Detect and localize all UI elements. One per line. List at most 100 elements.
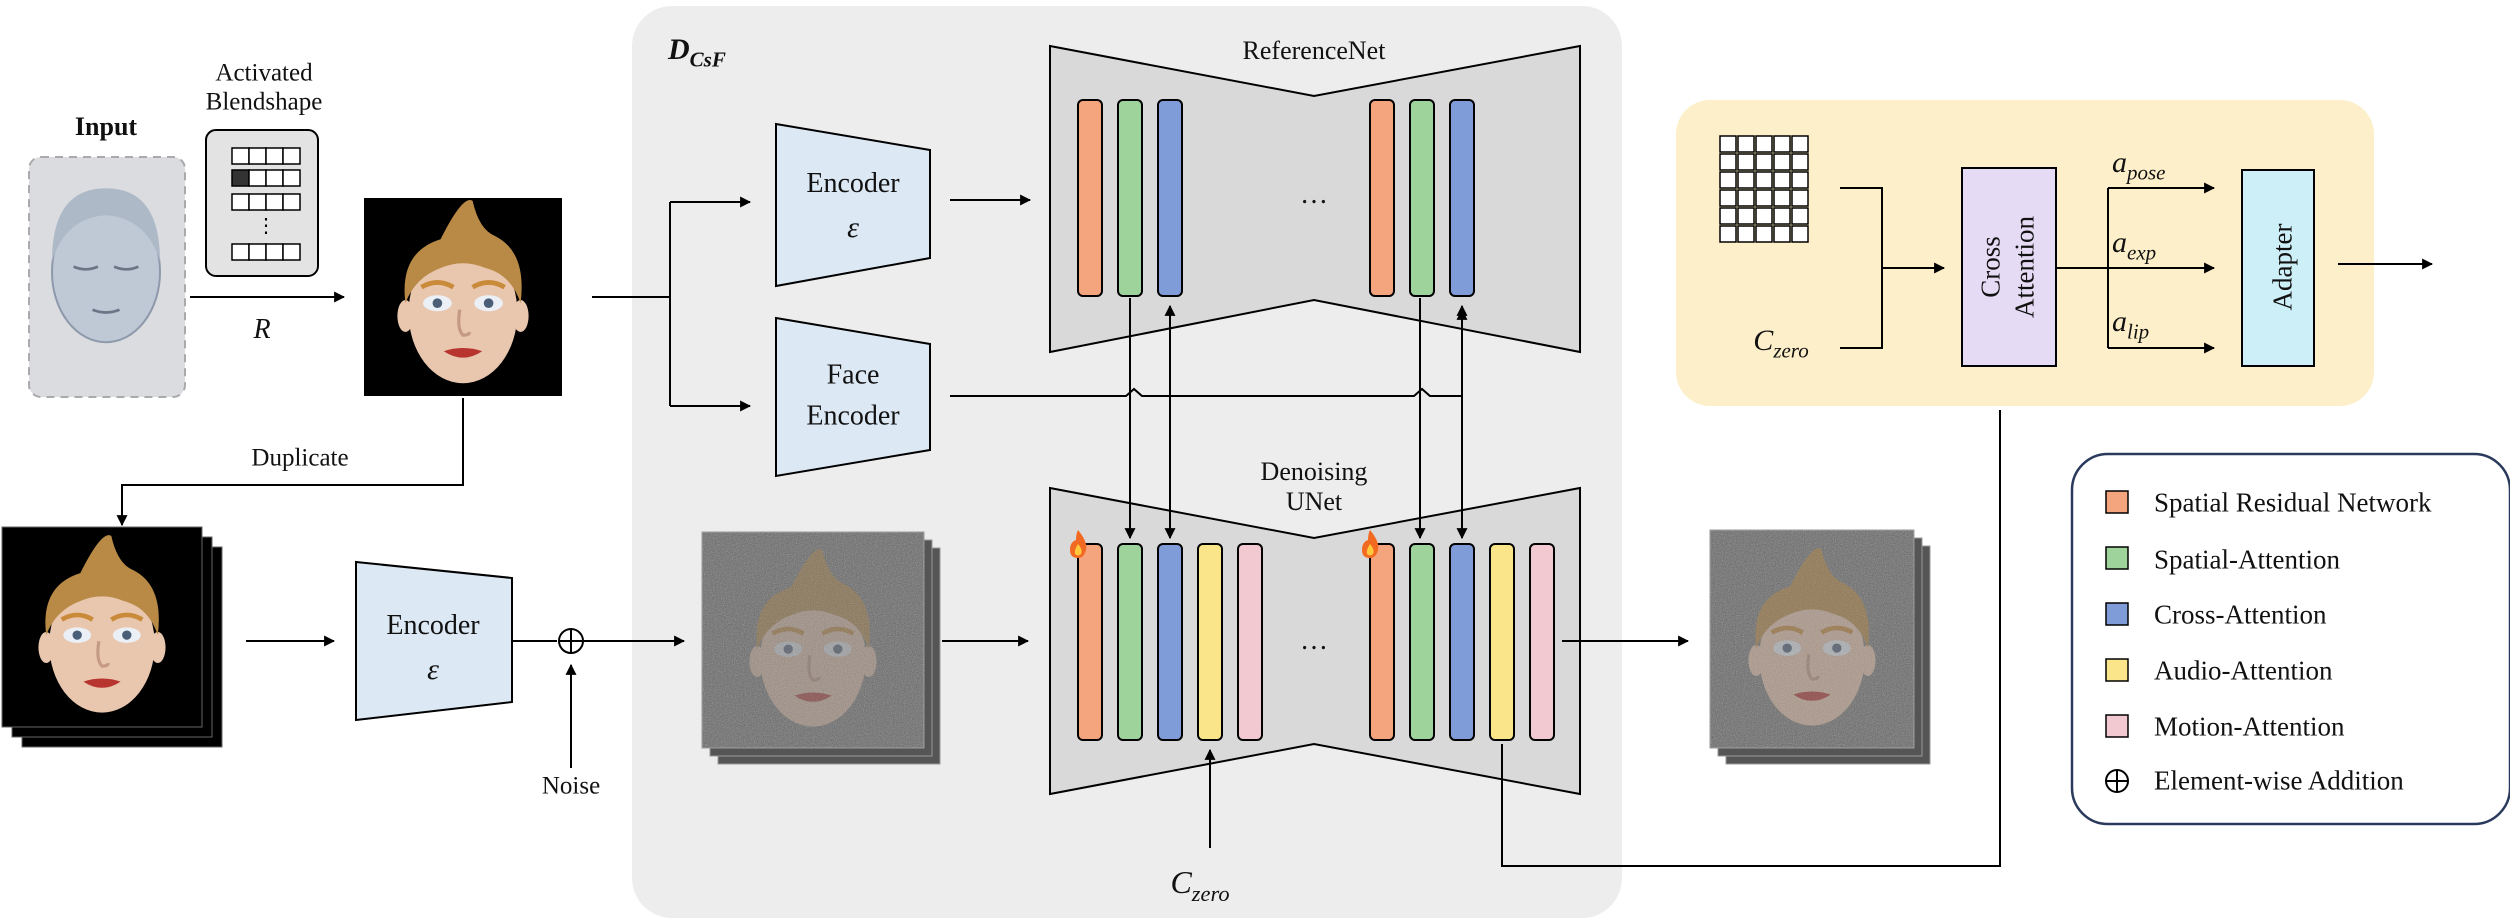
audio-feature-cell [1791,153,1809,171]
ear-left [1748,645,1764,676]
audio-feature-cell [1737,135,1755,153]
legend-item-label: Spatial-Attention [2154,544,2340,575]
nose [457,309,471,337]
legend-swatch [2105,602,2129,626]
eyebrows [771,626,855,636]
unet-block [1489,543,1515,741]
referencenet-block [1157,99,1183,297]
legend-swatch [2105,490,2129,514]
ear-left [38,632,54,663]
blendshape-dots: ⋮ [256,215,276,237]
czero-adapter: Czero [1753,324,1809,363]
blendshape-cell [231,193,250,211]
legend-item-label: Audio-Attention [2154,655,2333,686]
unet-block [1077,543,1103,741]
head-hair [52,188,160,262]
audio-feature-cell [1737,153,1755,171]
noise-texture [1710,530,1914,748]
face-encoder-label: Face Encoder [806,359,900,431]
unet-block [1197,543,1223,741]
a-exp-label: aexp [2112,226,2157,265]
flame-inner [1366,544,1374,556]
blendshape-cell [231,243,250,261]
duplicate-label: Duplicate [251,444,349,472]
blendshape-cell [282,147,301,165]
blendshape-cell [248,193,267,211]
face-encoder-shape [775,316,931,478]
mouth [443,348,483,358]
referencenet-block [1449,99,1475,297]
blendshape-cell [231,147,250,165]
eyebrows [420,280,506,290]
unet-block [1409,543,1435,741]
flame-inner [1074,544,1082,556]
legend-swatch [2105,658,2129,682]
blendshape-cell [265,243,284,261]
audio-feature-cell [1773,189,1791,207]
audio-feature-cell [1719,153,1737,171]
noisy-latent-input [701,531,941,765]
blendshape-cell [282,169,301,187]
cross-attention-label: Cross Attention [1975,216,2039,318]
noisy-latent-output [1709,529,1931,765]
flame-outer [1362,530,1379,558]
trainable-flame-icon [1362,530,1379,558]
flame-outer [1070,530,1087,558]
input-title: Input [74,112,138,141]
a-pose-label: apose [2112,146,2166,185]
adapter-label: Adapter [2267,223,2298,311]
referencenet-block [1117,99,1143,297]
audio-feature-cell [1719,135,1737,153]
audio-feature-cell [1755,207,1773,225]
legend-swatch [2105,714,2129,738]
noise-texture [702,532,924,748]
legend-box [2070,452,2510,826]
czero-bottom: Czero [1170,864,1230,906]
pupil-left [72,630,82,640]
audio-feature-cell [1773,225,1791,243]
ear-right [1860,645,1876,676]
audio-feature-cell [1719,171,1737,189]
pupil-right [833,644,843,654]
eye-left [774,641,803,657]
pupil-right [483,298,494,308]
audio-feature-cell [1737,207,1755,225]
adapter-box [2241,169,2315,367]
audio-feature-cell [1755,171,1773,189]
closed-eyes [73,265,139,271]
unet-block [1157,543,1183,741]
audio-feature-cell [1755,135,1773,153]
audio-feature-cell [1791,207,1809,225]
ear-right [861,646,877,677]
noise-label: Noise [541,772,601,800]
audio-feature-cell [1791,225,1809,243]
face-shape [760,590,866,727]
unet-block [1369,543,1395,741]
audio-feature-cell [1773,153,1791,171]
bottom-encoder-symbol: ε [427,653,439,686]
mouth [1793,691,1831,701]
ear-left [749,646,765,677]
audio-feature-cell [1755,225,1773,243]
eye-right [1822,640,1851,656]
blendshape-cell [265,193,284,211]
mouth [91,308,121,314]
legend-item-label: Motion-Attention [2154,711,2345,742]
audio-feature-cell [1791,135,1809,153]
duplicate-arrow [116,398,464,527]
audio-feature-cell [1773,207,1791,225]
hair-spike [404,200,522,304]
pupil-left [432,298,443,308]
blendshape-cell [248,147,267,165]
unet-block [1449,543,1475,741]
ear-right [512,300,529,332]
nose [96,641,110,668]
legend-addition-label: Element-wise Addition [2154,765,2404,796]
eye-right [823,641,852,657]
blendshape-cell [282,193,301,211]
unet-block [1237,543,1263,741]
denoising-label: Denoising UNet [1260,457,1368,516]
bottom-encoder-shape [355,560,513,722]
face-shape [1759,589,1865,726]
audio-feature-cell [1737,171,1755,189]
